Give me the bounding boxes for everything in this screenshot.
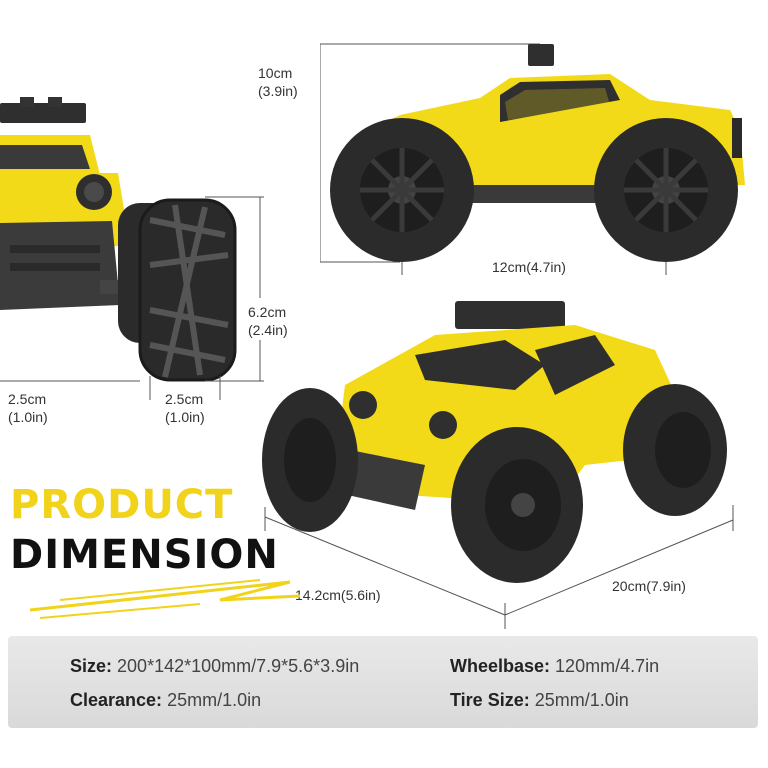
spec-clearance-value: 25mm/1.0in <box>167 690 262 710</box>
spec-wheelbase-label: Wheelbase: <box>450 656 551 676</box>
front-view-car-illustration <box>0 97 237 382</box>
wheelbase-dimension-label: 12cm(4.7in) <box>492 259 566 275</box>
height-in: (3.9in) <box>258 83 298 99</box>
clearance-dimension-label: 2.5cm (1.0in) <box>8 390 48 426</box>
specs-panel: Size: 200*142*100mm/7.9*5.6*3.9in Wheelb… <box>8 636 758 728</box>
tire-diameter-label: 6.2cm (2.4in) <box>248 303 288 339</box>
side-view-car-illustration <box>320 43 745 275</box>
spec-clearance: Clearance: 25mm/1.0in <box>70 690 261 711</box>
clearance-in: (1.0in) <box>8 409 48 425</box>
spec-size: Size: 200*142*100mm/7.9*5.6*3.9in <box>70 656 359 677</box>
clearance-cm: 2.5cm <box>8 391 47 407</box>
width-dimension-label: 14.2cm(5.6in) <box>295 587 381 603</box>
front-view-dimension-lines <box>0 196 264 400</box>
title-line-dimension: DIMENSION <box>10 532 279 578</box>
spec-tire-size-value: 25mm/1.0in <box>534 690 629 710</box>
tire-diameter-in: (2.4in) <box>248 322 288 338</box>
lightning-streak-decoration <box>29 579 301 619</box>
three-quarter-view-car-illustration <box>262 301 734 629</box>
length-dimension-label: 20cm(7.9in) <box>612 578 686 594</box>
tread-cm: 2.5cm <box>165 391 204 407</box>
tread-width-label: 2.5cm (1.0in) <box>165 390 205 426</box>
spec-wheelbase: Wheelbase: 120mm/4.7in <box>450 656 659 677</box>
spec-size-label: Size: <box>70 656 113 676</box>
title-line-product: PRODUCT <box>10 482 234 528</box>
spec-clearance-label: Clearance: <box>70 690 163 710</box>
spec-wheelbase-value: 120mm/4.7in <box>555 656 660 676</box>
spec-size-value: 200*142*100mm/7.9*5.6*3.9in <box>117 656 360 676</box>
height-cm: 10cm <box>258 65 293 81</box>
tread-in: (1.0in) <box>165 409 205 425</box>
height-dimension-label: 10cm (3.9in) <box>258 64 298 100</box>
tire-diameter-cm: 6.2cm <box>248 304 287 320</box>
spec-tire-size: Tire Size: 25mm/1.0in <box>450 690 629 711</box>
spec-tire-size-label: Tire Size: <box>450 690 530 710</box>
